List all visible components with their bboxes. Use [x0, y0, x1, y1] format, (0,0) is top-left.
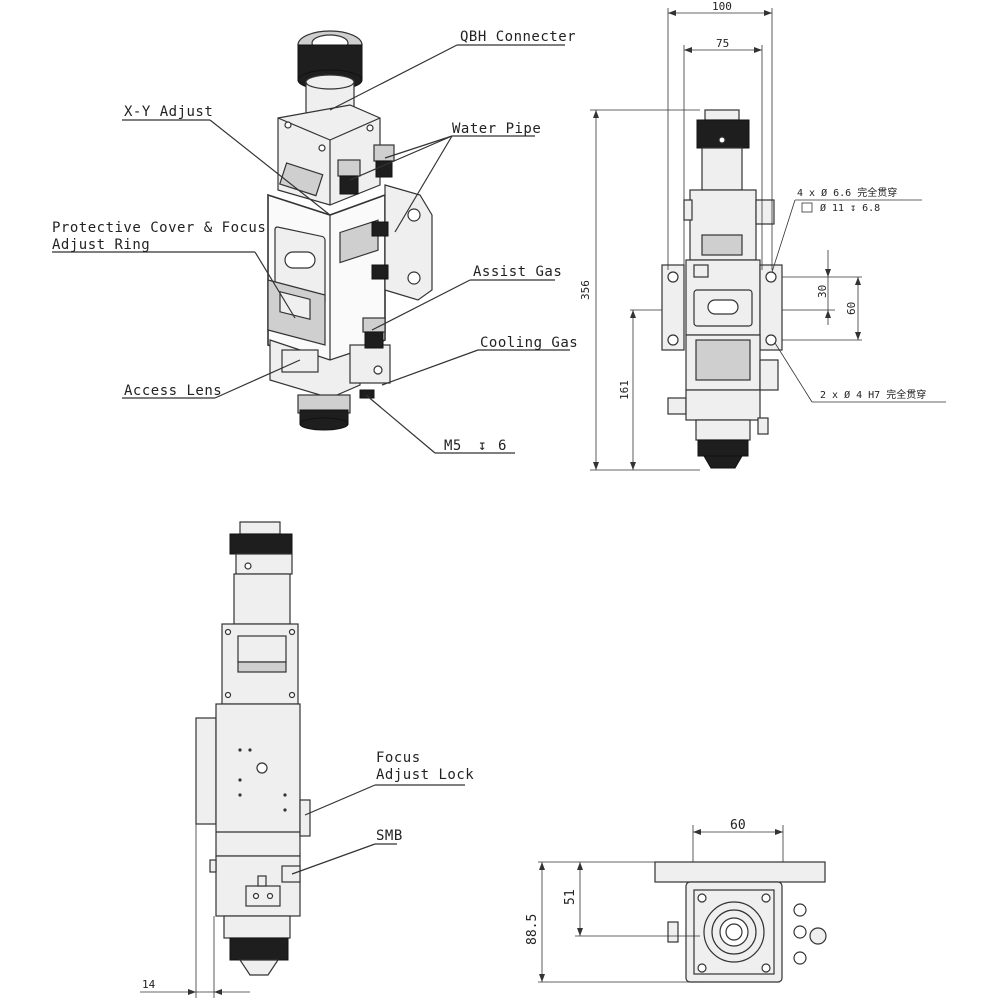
label-qbh-connecter: QBH Connecter	[460, 29, 576, 45]
label-assist-gas: Assist Gas	[473, 264, 562, 280]
label-thread-m5: M5	[444, 438, 462, 454]
label-protective-cover-2: Adjust Ring	[52, 237, 150, 253]
note-holes-2x: 2 x Ø 4 H7 完全贯穿	[820, 388, 926, 401]
label-focus-adjust-lock-1: Focus	[376, 750, 421, 766]
dim-width-75: 75	[716, 37, 729, 50]
front-nozzle-knurl	[697, 439, 749, 457]
side-qbh-barrel	[233, 573, 291, 625]
label-thread-depth: 6	[498, 438, 507, 454]
bottom-view: 60 51 88.5	[525, 818, 827, 983]
side-bracket	[195, 717, 217, 825]
front-qbh-barrel	[701, 147, 743, 191]
label-focus-adjust-lock-2: Adjust Lock	[376, 767, 474, 783]
side-nozzle-knurl	[229, 937, 289, 961]
dim-width-100: 100	[712, 0, 732, 13]
side-slot	[284, 251, 316, 269]
side-main-body	[215, 703, 301, 857]
label-access-lens: Access Lens	[124, 383, 222, 399]
dim-v-30: 30	[816, 285, 829, 298]
bottom-flange	[654, 861, 826, 883]
label-protective-cover-1: Protective Cover & Focus	[52, 220, 266, 236]
dim-width-60: 60	[730, 818, 746, 833]
water-pipe-fitting-1	[337, 159, 361, 177]
label-smb: SMB	[376, 828, 403, 844]
depth-symbol: ↧	[478, 438, 487, 454]
front-qbh-knurl	[696, 119, 750, 149]
bottom-nozzle-aperture	[725, 923, 743, 941]
side-qbh-knurl	[229, 533, 293, 555]
smb-connector	[281, 865, 301, 883]
mounting-bracket	[384, 184, 433, 301]
dim-v-51: 51	[563, 889, 578, 905]
side-view: Focus Adjust Lock SMB 14	[140, 521, 474, 998]
note-holes-4x-2: Ø 11 ↧ 6.8	[820, 202, 880, 214]
upper-block	[277, 104, 381, 206]
cooling-gas-port	[359, 389, 375, 399]
focus-adjust-lock	[299, 799, 311, 837]
dim-height-356: 356	[579, 280, 592, 300]
note-holes-4x-1: 4 x Ø 6.6 完全贯穿	[797, 186, 897, 199]
access-lens-cover	[281, 349, 319, 373]
isometric-view: QBH Connecter X-Y Adjust Water Pipe Prot…	[52, 29, 578, 454]
front-view: 100 75 356 161 30 60 4 x Ø 6.6 完全贯穿 Ø 11…	[579, 0, 946, 471]
assist-gas-block	[349, 344, 391, 384]
label-xy-adjust: X-Y Adjust	[124, 104, 213, 120]
dim-v-60: 60	[845, 302, 858, 315]
water-pipe-fitting-2	[373, 144, 395, 162]
label-cooling-gas: Cooling Gas	[480, 335, 578, 351]
front-right-flange	[759, 264, 783, 351]
dim-offset-14: 14	[142, 978, 156, 991]
dim-v-88-5: 88.5	[525, 914, 540, 945]
front-left-flange	[661, 264, 685, 351]
label-water-pipe: Water Pipe	[452, 121, 541, 137]
dim-height-161: 161	[618, 380, 631, 400]
counterbore-symbol	[801, 202, 813, 213]
